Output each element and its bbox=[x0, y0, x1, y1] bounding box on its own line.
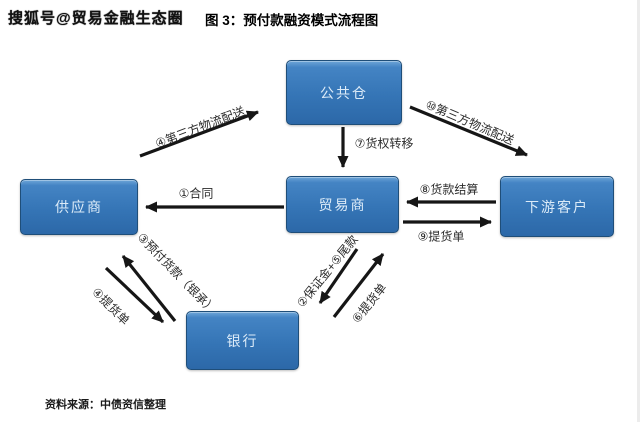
arrow-deposit-balance bbox=[318, 248, 359, 304]
arrow-lading-to-bank bbox=[104, 266, 165, 324]
node-downstream-customer: 下游客户 bbox=[500, 176, 614, 237]
node-label: 供应商 bbox=[55, 199, 103, 215]
arrow-supplier-logistics bbox=[139, 110, 259, 158]
node-label: 下游客户 bbox=[525, 198, 589, 215]
arrow-prepayment bbox=[121, 255, 177, 322]
watermark-sohu-account: 搜狐号@贸易金融生态圈 bbox=[8, 10, 184, 27]
node-trader: 贸易商 bbox=[286, 176, 399, 233]
node-public-warehouse: 公共仓 bbox=[286, 60, 402, 125]
node-label: 贸易商 bbox=[318, 196, 367, 213]
edge-label-contract: ①合同 bbox=[178, 186, 214, 201]
figure-title: 图 3：预付款融资模式流程图 bbox=[205, 13, 379, 28]
node-supplier: 供应商 bbox=[20, 179, 138, 235]
edge-label-lading-to-customer: ⑨提货单 bbox=[417, 229, 465, 244]
arrow-lading-to-trader bbox=[332, 253, 385, 318]
node-label: 公共仓 bbox=[320, 84, 368, 101]
node-label: 银行 bbox=[226, 332, 259, 349]
arrow-customer-logistics bbox=[409, 105, 528, 157]
node-bank: 银行 bbox=[186, 311, 299, 370]
data-source-note: 资料来源：中债资信整理 bbox=[45, 399, 166, 411]
edge-label-payment-settlement: ⑧货款结算 bbox=[419, 182, 479, 197]
edge-label-goods-rights-transfer: ⑦货权转移 bbox=[354, 136, 414, 151]
